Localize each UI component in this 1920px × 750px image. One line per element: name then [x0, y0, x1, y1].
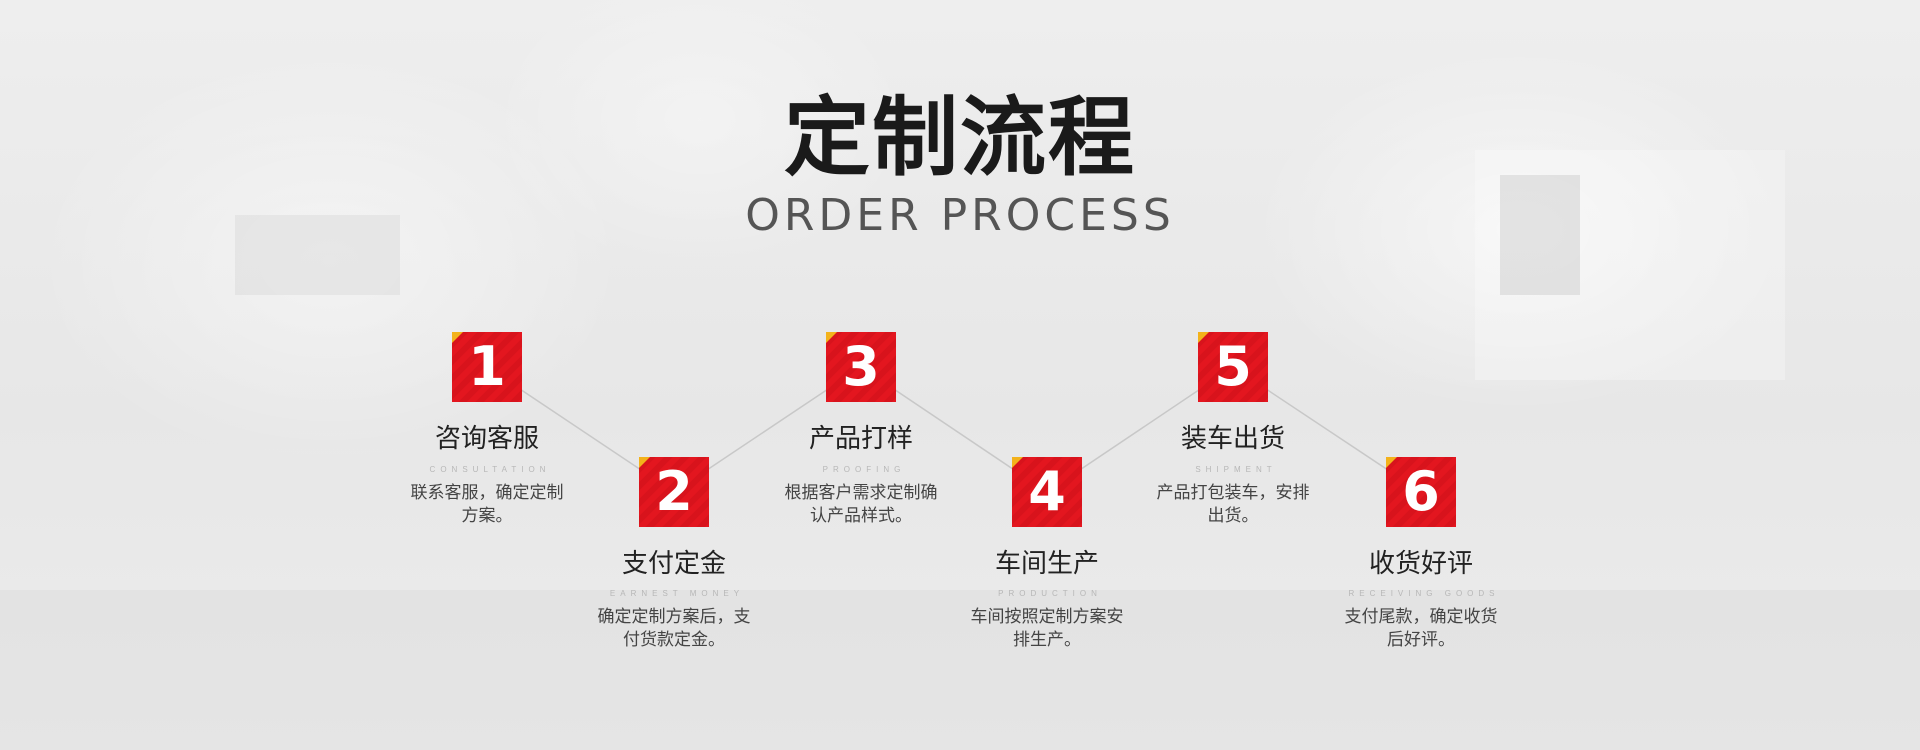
corner-marker — [1198, 332, 1209, 343]
step-english-label: PROOFING — [822, 465, 906, 474]
corner-marker — [826, 332, 837, 343]
step-number: 1 — [468, 335, 506, 398]
step-description: 产品打包装车，安排出货。 — [1156, 483, 1310, 526]
step-english-label: RECEIVING GOODS — [1348, 589, 1500, 598]
background-building — [1475, 150, 1785, 380]
step-number: 3 — [842, 335, 880, 398]
step-number: 4 — [1028, 460, 1066, 523]
corner-marker — [639, 457, 650, 468]
page-subtitle: ORDER PROCESS — [745, 190, 1175, 241]
step-description: 支付尾款，确定收货后好评。 — [1344, 607, 1498, 650]
background-ground — [0, 590, 1920, 750]
step-description: 联系客服，确定定制方案。 — [410, 483, 564, 526]
step-english-label: CONSULTATION — [429, 465, 551, 474]
step-title: 收货好评 — [1368, 549, 1473, 579]
step-english-label: PRODUCTION — [998, 589, 1102, 598]
step-number-box: 6 — [1386, 457, 1456, 527]
step-number-box: 4 — [1012, 457, 1082, 527]
background-window — [1500, 175, 1580, 295]
step-title: 装车出货 — [1180, 424, 1285, 454]
step-description: 车间按照定制方案安排生产。 — [970, 607, 1124, 650]
step-number-box: 1 — [452, 332, 522, 402]
step-description: 确定定制方案后，支付货款定金。 — [597, 607, 751, 650]
step-title: 车间生产 — [994, 549, 1099, 579]
step-number-box: 5 — [1198, 332, 1268, 402]
page-title: 定制流程 — [784, 88, 1136, 188]
step-title: 支付定金 — [621, 549, 726, 579]
step-number: 2 — [655, 460, 693, 523]
step-description: 根据客户需求定制确认产品样式。 — [784, 483, 938, 526]
corner-marker — [1012, 457, 1023, 468]
step-number-box: 2 — [639, 457, 709, 527]
step-title: 产品打样 — [808, 424, 913, 454]
corner-marker — [1386, 457, 1397, 468]
step-number-box: 3 — [826, 332, 896, 402]
step-title: 咨询客服 — [434, 424, 539, 454]
corner-marker — [452, 332, 463, 343]
background-shape — [235, 215, 400, 295]
step-english-label: SHIPMENT — [1195, 465, 1277, 474]
step-english-label: EARNEST MONEY — [609, 589, 745, 598]
step-number: 6 — [1402, 460, 1440, 523]
step-number: 5 — [1214, 335, 1252, 398]
